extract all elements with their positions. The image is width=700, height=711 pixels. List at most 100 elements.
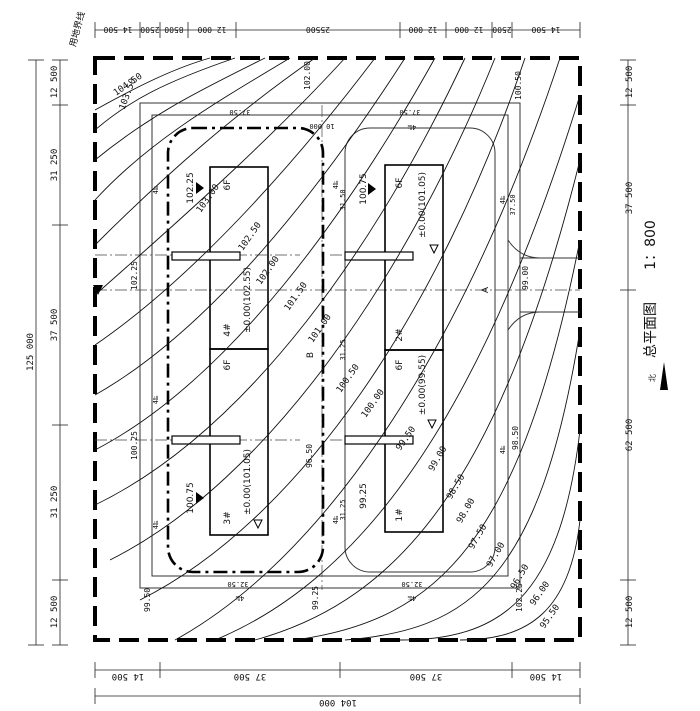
- svg-text:3#: 3#: [223, 511, 233, 524]
- right-dimension-labels: 12 500 37 500 62 500 12 500: [625, 66, 635, 629]
- svg-text:8500: 8500: [164, 25, 183, 34]
- svg-text:±0.00(102.55): ±0.00(102.55): [243, 267, 253, 333]
- svg-text:4‰: 4‰: [499, 445, 507, 454]
- svg-text:14 500: 14 500: [103, 25, 132, 34]
- svg-text:37.50: 37.50: [509, 194, 517, 215]
- north-arrow-icon: [660, 362, 668, 390]
- svg-text:2500: 2500: [140, 25, 159, 34]
- svg-text:100.00: 100.00: [360, 388, 387, 420]
- svg-text:2#: 2#: [395, 328, 405, 341]
- svg-text:100.25: 100.25: [130, 431, 139, 460]
- svg-text:4‰: 4‰: [152, 520, 160, 529]
- svg-text:14 500: 14 500: [112, 671, 145, 681]
- svg-text:±0.00(101.05): ±0.00(101.05): [418, 172, 428, 238]
- bottom-dimension-labels: 14 500 37 500 37 500 14 500 104 000: [112, 671, 563, 707]
- svg-text:14 500: 14 500: [531, 25, 560, 34]
- svg-text:4‰: 4‰: [152, 395, 160, 404]
- svg-text:4‰: 4‰: [499, 195, 507, 204]
- svg-text:31 250: 31 250: [50, 486, 60, 519]
- svg-text:100.50: 100.50: [335, 363, 362, 395]
- svg-text:95.50: 95.50: [538, 603, 562, 631]
- svg-text:125 000: 125 000: [26, 333, 36, 371]
- svg-text:96.50: 96.50: [305, 444, 314, 468]
- dimension-lines: [28, 22, 636, 704]
- boundary-label: 用地界线: [67, 10, 88, 48]
- svg-text:31.50: 31.50: [339, 189, 347, 210]
- svg-text:102.50: 102.50: [237, 221, 264, 253]
- svg-text:99.25: 99.25: [311, 586, 320, 610]
- svg-text:4‰: 4‰: [332, 180, 340, 189]
- svg-text:14 500: 14 500: [530, 671, 563, 681]
- svg-text:2500: 2500: [492, 25, 511, 34]
- drawing-scale: 1：800: [643, 220, 659, 270]
- svg-text:4‰: 4‰: [407, 123, 416, 131]
- svg-text:±0.00(101.05): ±0.00(101.05): [243, 449, 253, 515]
- svg-text:6F: 6F: [223, 180, 233, 191]
- north-label: 北: [648, 374, 657, 382]
- svg-text:100.75: 100.75: [186, 482, 196, 514]
- svg-text:37 500: 37 500: [625, 182, 635, 215]
- building-labels: 6F 4# ±0.00(102.55) 102.25 6F 3# ±0.00(1…: [186, 172, 428, 525]
- svg-text:32.50: 32.50: [227, 580, 248, 588]
- building-connectors: [171, 251, 414, 445]
- svg-text:1#: 1#: [395, 508, 405, 521]
- svg-text:4‰: 4‰: [332, 515, 340, 524]
- svg-text:37.50: 37.50: [399, 108, 420, 116]
- site-boundary: [93, 56, 582, 642]
- svg-text:98.50: 98.50: [445, 473, 467, 501]
- svg-text:12 500: 12 500: [50, 596, 60, 629]
- svg-text:100.50: 100.50: [514, 71, 523, 100]
- svg-text:31.25: 31.25: [339, 499, 347, 520]
- svg-text:4‰: 4‰: [235, 594, 244, 602]
- svg-text:102.25: 102.25: [515, 583, 524, 612]
- svg-text:99.25: 99.25: [359, 483, 369, 509]
- svg-text:32.50: 32.50: [401, 580, 422, 588]
- svg-text:97.00: 97.00: [485, 541, 507, 569]
- svg-text:100.75: 100.75: [359, 173, 369, 205]
- contour-lines: [94, 57, 581, 641]
- elevation-markers: [93, 182, 376, 504]
- svg-text:37.50: 37.50: [229, 108, 250, 116]
- svg-text:31.25: 31.25: [339, 339, 347, 360]
- svg-text:37 500: 37 500: [234, 671, 267, 681]
- svg-text:4‰: 4‰: [152, 185, 160, 194]
- svg-text:98.50: 98.50: [511, 426, 520, 450]
- svg-text:6F: 6F: [223, 360, 233, 371]
- svg-text:±0.00(99.55): ±0.00(99.55): [418, 355, 428, 415]
- svg-text:102.25: 102.25: [130, 261, 139, 290]
- svg-text:12 500: 12 500: [50, 66, 60, 99]
- drawing-title: 总平面图: [643, 302, 659, 358]
- point-b-label: B: [306, 352, 316, 358]
- svg-text:12 000: 12 000: [197, 25, 226, 34]
- svg-text:62 500: 62 500: [625, 419, 635, 452]
- svg-text:12 000: 12 000: [408, 25, 437, 34]
- svg-text:97.50: 97.50: [467, 523, 489, 551]
- point-a-label: A: [481, 286, 491, 293]
- svg-text:31 250: 31 250: [50, 149, 60, 182]
- svg-text:37 500: 37 500: [50, 309, 60, 342]
- svg-text:6F: 6F: [395, 178, 405, 189]
- svg-text:12 000: 12 000: [454, 25, 483, 34]
- svg-text:4#: 4#: [223, 323, 233, 336]
- svg-text:101.00: 101.00: [307, 313, 334, 345]
- svg-text:4‰: 4‰: [407, 594, 416, 602]
- svg-text:102.25: 102.25: [186, 172, 196, 204]
- road-labels: 37.50 37.50 10 000 32.50 32.50 4‰ 4‰ 4‰ …: [152, 108, 517, 602]
- svg-text:37 500: 37 500: [410, 671, 443, 681]
- svg-text:98.00: 98.00: [455, 497, 477, 525]
- svg-text:101.50: 101.50: [283, 281, 310, 313]
- svg-text:102.00: 102.00: [303, 61, 312, 90]
- svg-text:10 000: 10 000: [309, 122, 334, 130]
- svg-text:99.00: 99.00: [427, 445, 449, 473]
- svg-text:6F: 6F: [395, 360, 405, 371]
- svg-text:104 000: 104 000: [319, 697, 357, 707]
- svg-text:99.00: 99.00: [521, 266, 530, 290]
- spot-elevation-labels: 100.50 102.00 99.00 102.25 100.25 99.50 …: [130, 61, 530, 612]
- top-dimension-labels: 14 500 2500 8500 12 000 25500 12 000 12 …: [103, 25, 560, 34]
- left-dimension-labels: 125 000 12 500 31 250 37 500 31 250 12 5…: [26, 66, 60, 629]
- svg-text:99.50: 99.50: [143, 588, 152, 612]
- svg-text:12 500: 12 500: [625, 596, 635, 629]
- svg-text:25500: 25500: [306, 25, 330, 34]
- left-group-outline: [166, 126, 325, 574]
